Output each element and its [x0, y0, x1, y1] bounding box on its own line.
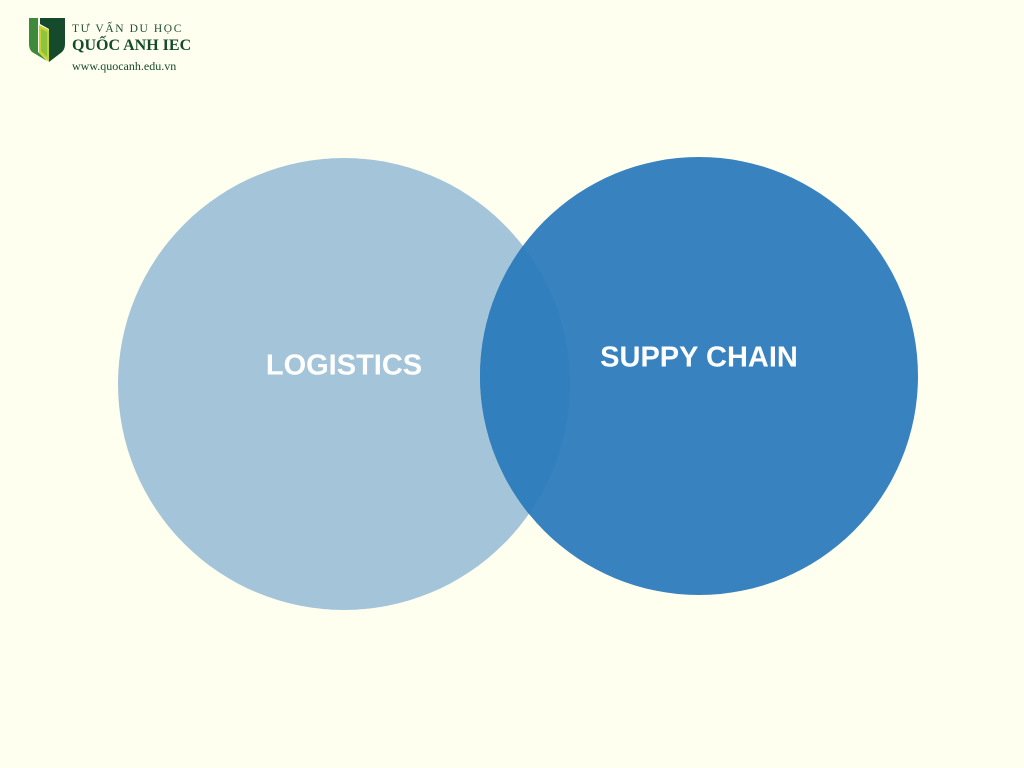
logo-tagline: TƯ VẤN DU HỌC [72, 23, 183, 35]
logo-website-link[interactable]: www.quocanh.edu.vn [72, 59, 177, 73]
logistics-label: LOGISTICS [265, 349, 423, 382]
logistics-circle [118, 158, 570, 610]
supply-chain-label: SUPPY CHAIN [600, 341, 798, 374]
logo-brand-name: QUỐC ANH IEC [72, 37, 192, 54]
brand-logo: TƯ VẤN DU HỌC QUỐC ANH IEC www.quocanh.e… [28, 14, 228, 78]
supply-chain-circle [480, 157, 918, 595]
shield-logo-icon [29, 18, 65, 62]
